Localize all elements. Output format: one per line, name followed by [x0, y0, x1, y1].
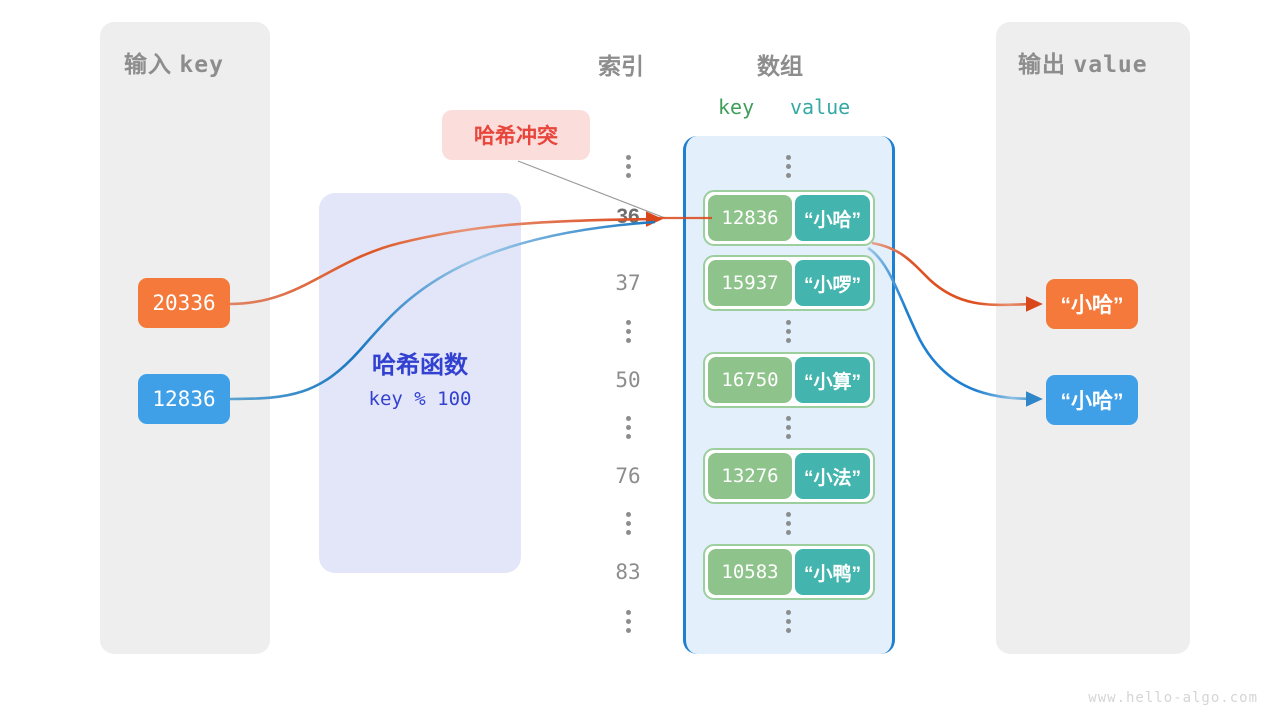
key-column-header: key: [718, 95, 755, 119]
bucket-entry-36[interactable]: 12836 “小哈”: [703, 190, 875, 246]
array-ellipsis-1: [753, 320, 823, 343]
watermark: www.hello-algo.com: [1088, 690, 1258, 706]
bucket-entry-76-key: 13276: [708, 453, 792, 499]
bucket-entry-50-key: 16750: [708, 357, 792, 403]
input-panel: [100, 22, 270, 654]
index-label-37: 37: [615, 271, 641, 295]
output-panel: [996, 22, 1190, 654]
input-panel-title: 输入 key: [124, 45, 224, 79]
index-ellipsis-0: [593, 155, 663, 178]
input-key-chip-20336[interactable]: 20336: [138, 278, 230, 328]
bucket-entry-36-key: 12836: [708, 195, 792, 241]
array-ellipsis-3: [753, 512, 823, 535]
input-panel-title-cn: 输入: [124, 51, 172, 77]
hash-function-title: 哈希函数: [372, 352, 468, 379]
bucket-entry-83[interactable]: 10583 “小鸭”: [703, 544, 875, 600]
bucket-entry-37-value: “小啰”: [795, 260, 870, 306]
bucket-entry-76[interactable]: 13276 “小法”: [703, 448, 875, 504]
array-column-header: 数组: [757, 53, 803, 79]
array-ellipsis-4: [753, 610, 823, 633]
index-label-76: 76: [615, 464, 641, 488]
bucket-entry-37[interactable]: 15937 “小啰”: [703, 255, 875, 311]
output-panel-title: 输出 value: [1018, 45, 1148, 79]
index-column-header: 索引: [598, 53, 644, 79]
index-ellipsis-3: [593, 512, 663, 535]
hash-function-formula: key % 100: [368, 388, 472, 410]
value-column-header: value: [790, 95, 851, 119]
bucket-entry-36-value: “小哈”: [795, 195, 870, 241]
input-panel-title-mono: key: [179, 52, 224, 78]
hash-function-box: 哈希函数 key % 100: [319, 193, 521, 573]
array-ellipsis-2: [753, 416, 823, 439]
bucket-entry-50[interactable]: 16750 “小算”: [703, 352, 875, 408]
bucket-entry-37-key: 15937: [708, 260, 792, 306]
index-ellipsis-1: [593, 320, 663, 343]
output-panel-title-mono: value: [1073, 52, 1148, 78]
bucket-entry-76-value: “小法”: [795, 453, 870, 499]
index-label-50: 50: [615, 368, 641, 392]
bucket-entry-83-key: 10583: [708, 549, 792, 595]
index-label-36: 36: [616, 205, 640, 228]
hash-collision-badge: 哈希冲突: [442, 110, 590, 160]
index-label-83: 83: [615, 560, 641, 584]
bucket-entry-83-value: “小鸭”: [795, 549, 870, 595]
index-ellipsis-2: [593, 416, 663, 439]
input-key-chip-12836[interactable]: 12836: [138, 374, 230, 424]
output-panel-title-cn: 输出: [1018, 51, 1066, 77]
bucket-entry-50-value: “小算”: [795, 357, 870, 403]
output-value-chip-orange[interactable]: “小哈”: [1046, 279, 1138, 329]
index-ellipsis-4: [593, 610, 663, 633]
output-value-chip-blue[interactable]: “小哈”: [1046, 375, 1138, 425]
array-ellipsis-0: [753, 155, 823, 178]
